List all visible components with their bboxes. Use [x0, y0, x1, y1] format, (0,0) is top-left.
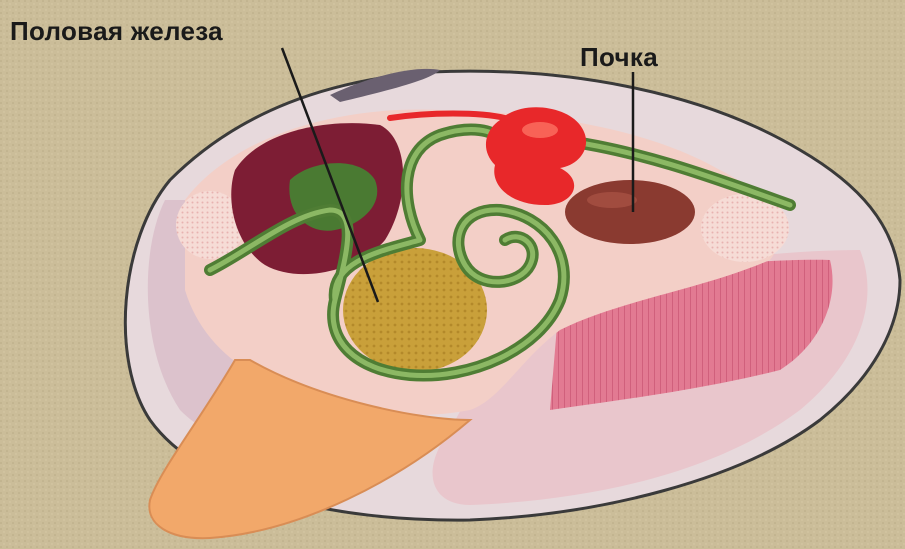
kidney-highlight	[587, 192, 637, 208]
heart-highlight	[522, 122, 558, 138]
gonad-label: Половая железа	[10, 16, 223, 47]
kidney-label: Почка	[580, 42, 658, 73]
kidney	[565, 180, 695, 244]
